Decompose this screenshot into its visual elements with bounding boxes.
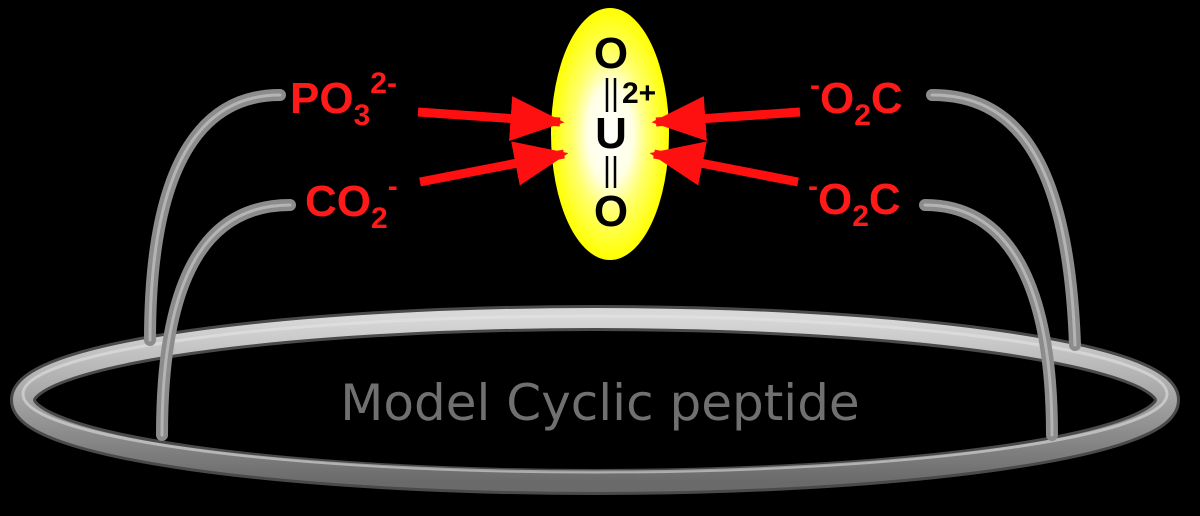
ligand-carboxylate-left: CO2- [305, 170, 398, 235]
ligand-phosphate: PO32- [290, 67, 397, 132]
uranyl-top-oxygen: O [594, 29, 628, 78]
ring-label: Model Cyclic peptide [340, 374, 859, 432]
arrow-phosphate [417, 96, 565, 141]
arrow-carboxylate-right-top [651, 96, 801, 142]
uranyl-ion: O 2+ U O [551, 8, 669, 260]
ligand-carboxylate-right-top: -O2C [810, 69, 903, 132]
uranyl-uranium: U [595, 109, 627, 158]
arrow-carboxylate-left [419, 141, 569, 187]
side-chain-tubes [144, 89, 1081, 441]
tube-phosphate [144, 89, 286, 346]
ligand-carboxylate-right-bottom: -O2C [808, 170, 901, 233]
arrow-carboxylate-right-bottom [649, 141, 799, 187]
uranyl-bottom-oxygen: O [594, 187, 628, 236]
ligand-labels: PO32- CO2- -O2C -O2C [290, 67, 903, 235]
uranyl-charge: 2+ [622, 77, 656, 110]
tube-carboxylate-right-bottom [919, 199, 1058, 441]
tube-carboxylate-right-top [926, 89, 1081, 351]
cyclic-peptide-ring [10, 305, 1180, 495]
coordination-arrows [417, 96, 801, 187]
